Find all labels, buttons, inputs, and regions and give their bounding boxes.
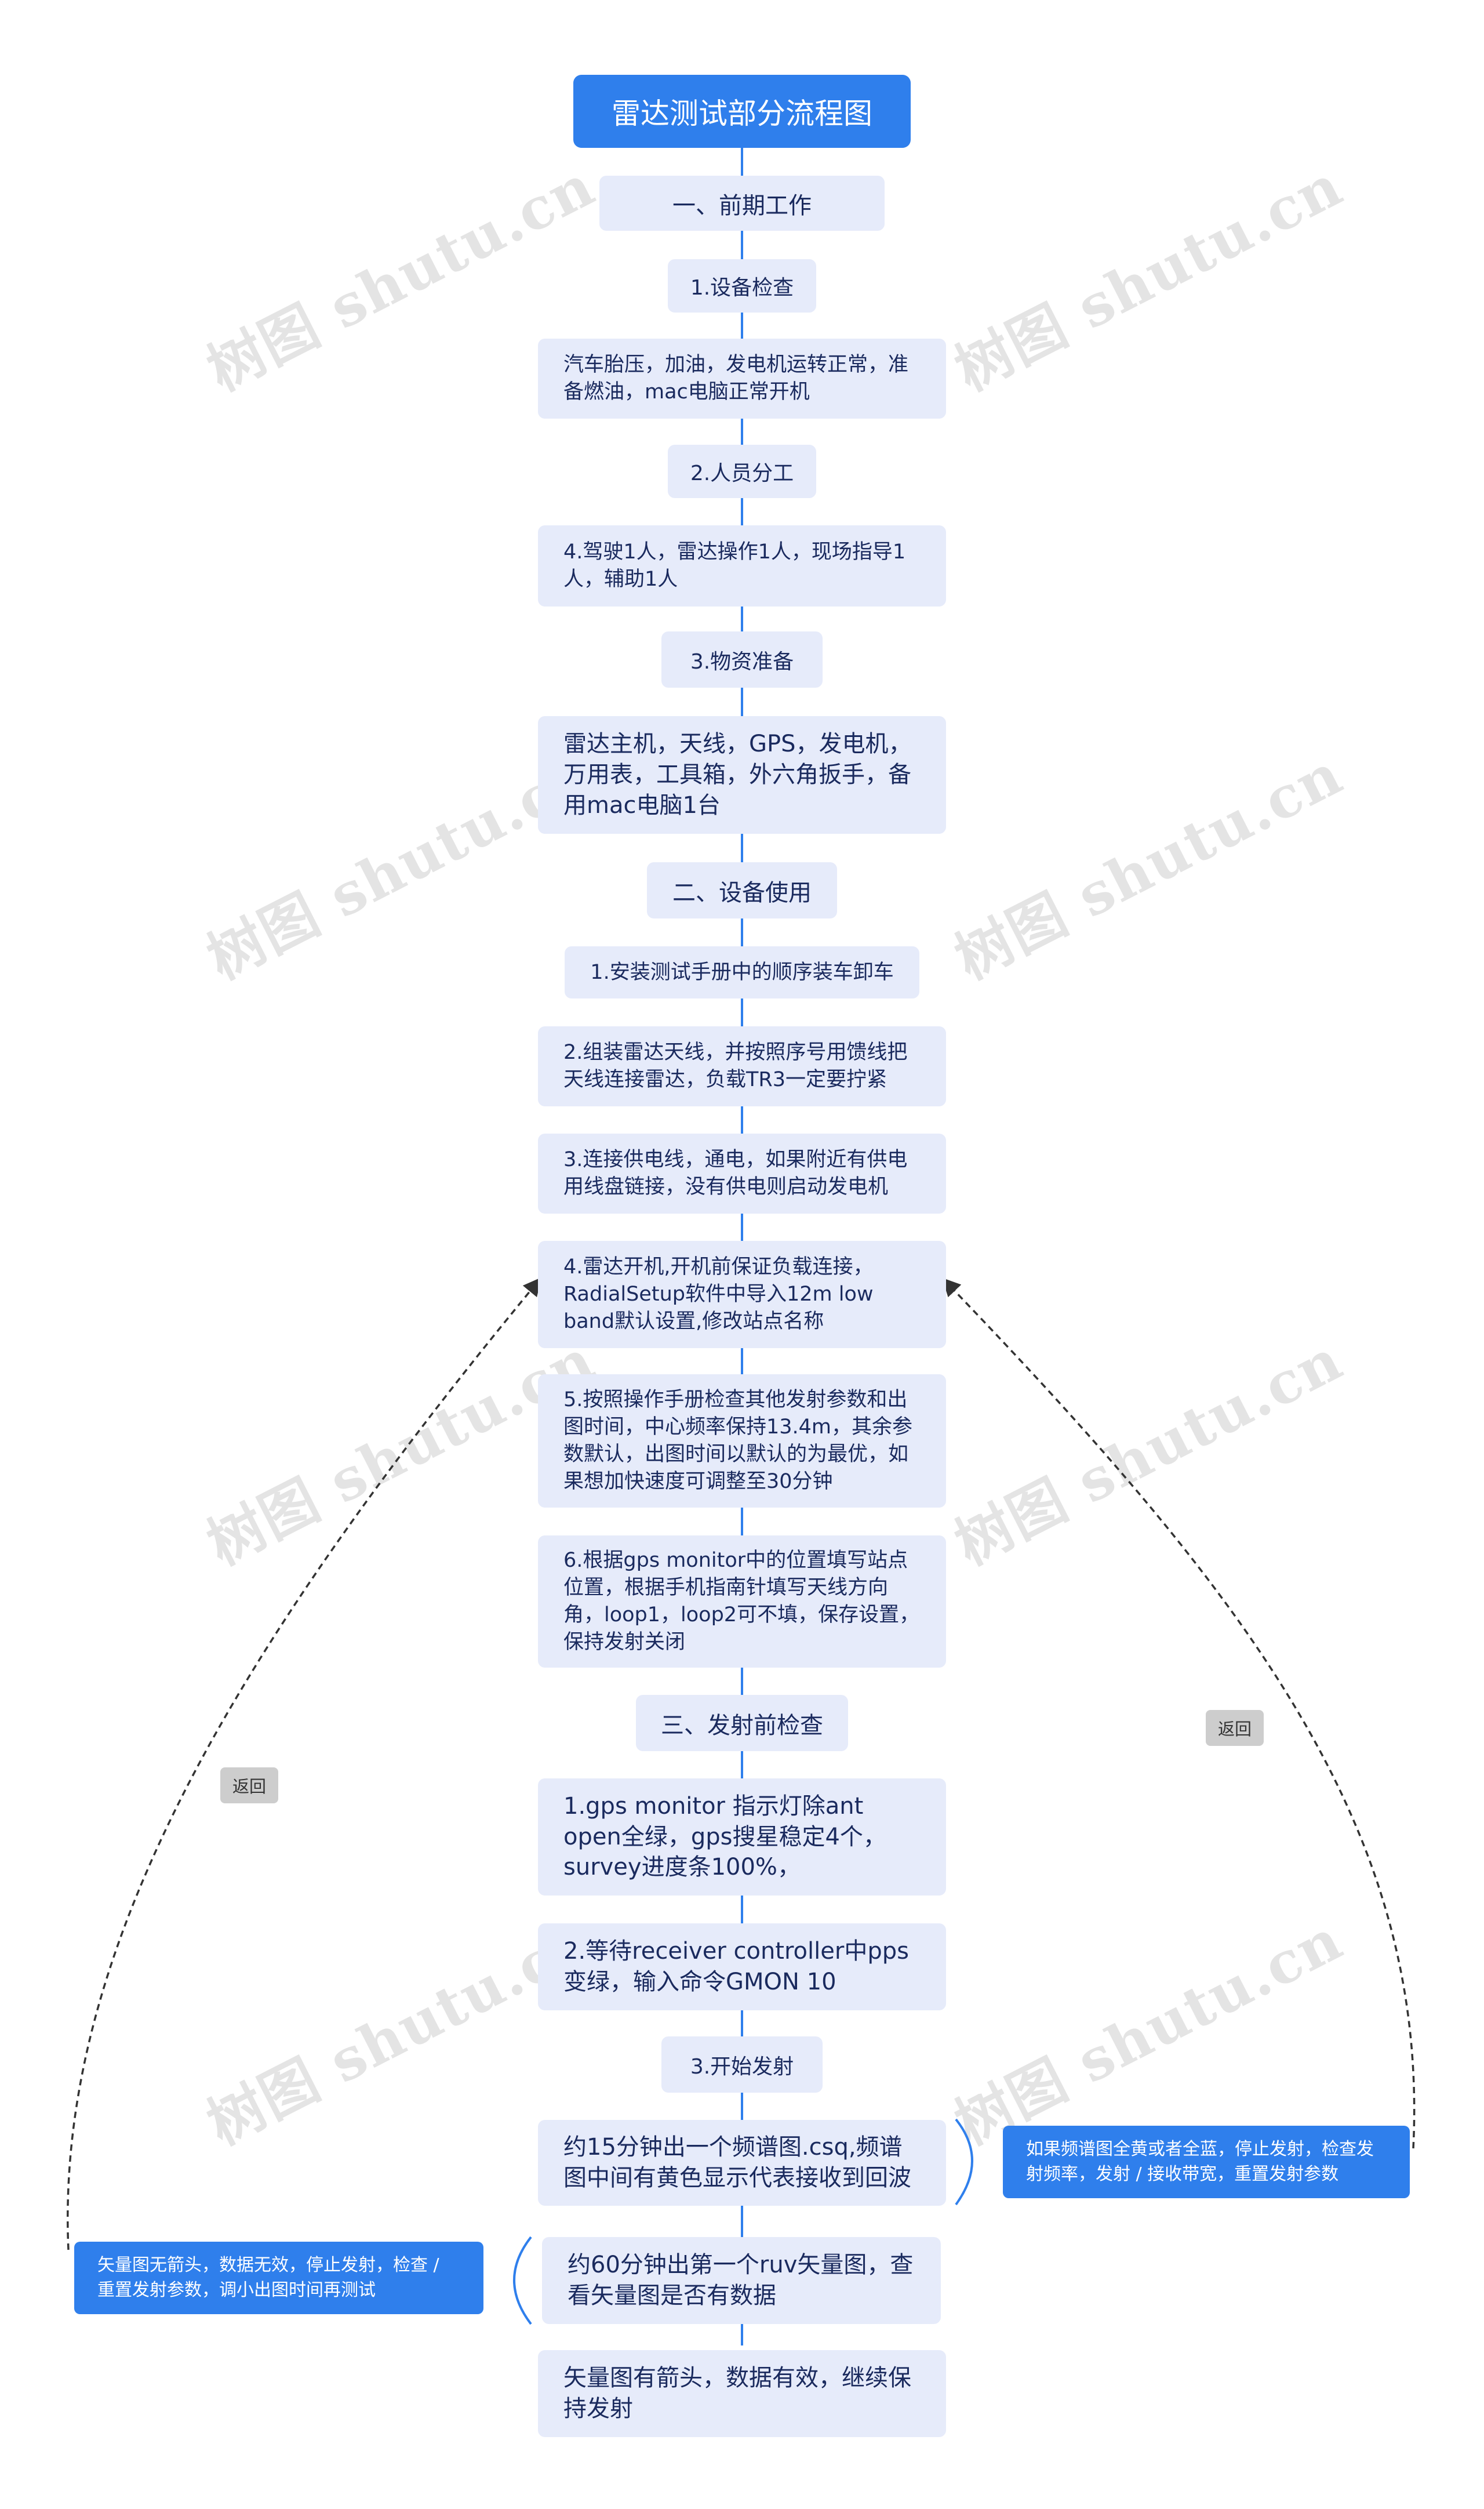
step-detail: 3.连接供电线，通电，如果附近有供电用线盘链接，没有供电则启动发电机	[538, 1134, 946, 1214]
step-detail: 1.gps monitor 指示灯除ant open全绿，gps搜星稳定4个，s…	[538, 1778, 946, 1896]
step-detail: 1.安装测试手册中的顺序装车卸车	[565, 946, 919, 998]
step-detail: 6.根据gps monitor中的位置填写站点位置，根据手机指南针填写天线方向角…	[538, 1535, 946, 1668]
spectrum-fail-note: 如果频谱图全黄或者全蓝，停止发射，检查发射频率，发射 / 接收带宽，重置发射参数	[1003, 2126, 1410, 2198]
step-detail: 2.组装雷达天线，并按照序号用馈线把天线连接雷达，负载TR3一定要拧紧	[538, 1026, 946, 1106]
section-heading: 三、发射前检查	[636, 1695, 848, 1751]
step-detail: 4.驾驶1人，雷达操作1人，现场指导1人，辅助1人	[538, 525, 946, 607]
step-label: 1.设备检查	[668, 259, 816, 313]
step-detail: 汽车胎压，加油，发电机运转正常，准备燃油，mac电脑正常开机	[538, 339, 946, 419]
bracket-vector-note	[513, 2236, 532, 2325]
step-detail: 约60分钟出第一个ruv矢量图，查看矢量图是否有数据	[542, 2237, 941, 2324]
return-tag-left: 返回	[220, 1767, 278, 1803]
loop-left-connector	[67, 1277, 542, 2250]
step-label: 3.物资准备	[661, 631, 823, 688]
step-label: 3.开始发射	[661, 2036, 823, 2093]
section-heading: 二、设备使用	[647, 862, 837, 918]
return-tag-right: 返回	[1206, 1710, 1264, 1746]
section-heading: 一、前期工作	[599, 176, 885, 231]
bracket-spectrum-note	[955, 2118, 973, 2206]
loop-right-connector	[942, 1277, 1416, 2149]
step-detail: 矢量图有箭头，数据有效，继续保持发射	[538, 2350, 946, 2437]
step-detail: 5.按照操作手册检查其他发射参数和出图时间，中心频率保持13.4m，其余参数默认…	[538, 1374, 946, 1508]
step-detail: 雷达主机，天线，GPS，发电机，万用表，工具箱，外六角扳手，备用mac电脑1台	[538, 716, 946, 834]
step-detail: 2.等待receiver controller中pps变绿，输入命令GMON 1…	[538, 1923, 946, 2010]
diagram-title: 雷达测试部分流程图	[573, 75, 911, 148]
step-detail: 4.雷达开机,开机前保证负载连接，RadialSetup软件中导入12m low…	[538, 1241, 946, 1348]
vector-fail-note: 矢量图无箭头，数据无效，停止发射，检查 / 重置发射参数，调小出图时间再测试	[74, 2242, 483, 2314]
step-label: 2.人员分工	[668, 445, 816, 498]
step-detail: 约15分钟出一个频谱图.csq,频谱图中间有黄色显示代表接收到回波	[538, 2120, 946, 2206]
